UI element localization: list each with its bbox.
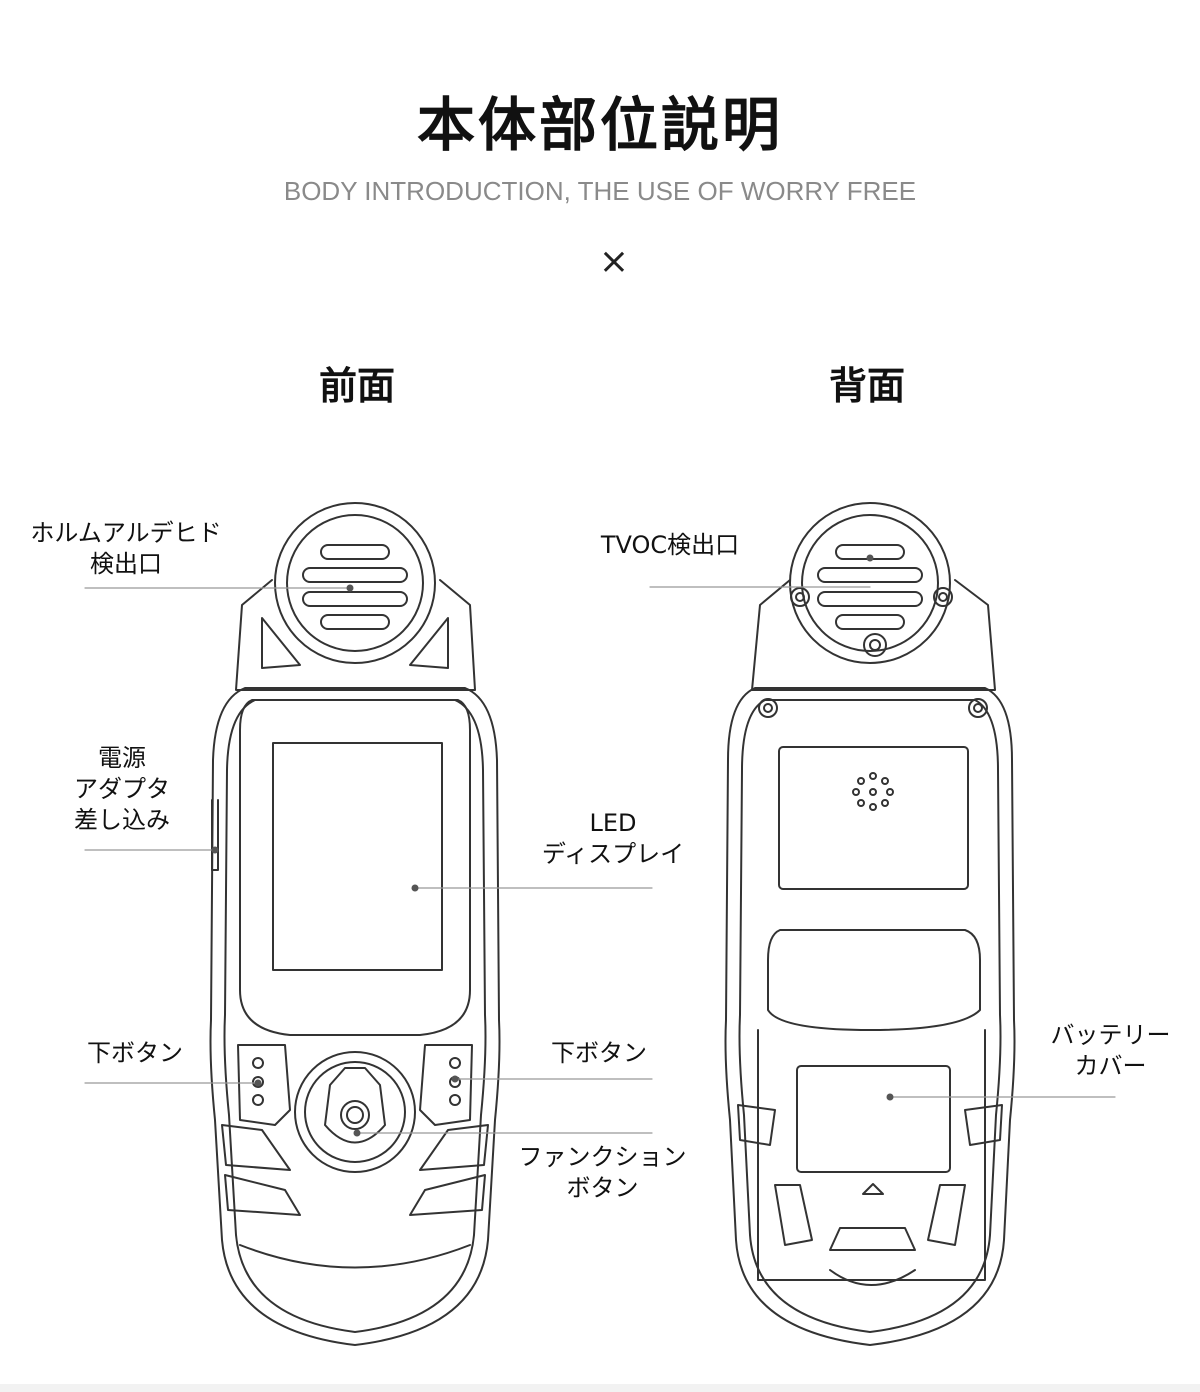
front-body-outline bbox=[209, 687, 501, 1346]
back-sensor-ring bbox=[801, 514, 939, 652]
label-function-button: ファンクションボタン bbox=[518, 1143, 687, 1202]
front-device bbox=[209, 502, 501, 1346]
label-battery-cover: バッテリーカバー bbox=[1050, 1021, 1171, 1080]
function-button-center bbox=[340, 1100, 370, 1130]
back-body-outline bbox=[724, 687, 1016, 1346]
battery-latch bbox=[829, 1227, 916, 1251]
front-shoulder bbox=[235, 579, 476, 691]
battery-cover-label-area bbox=[796, 1065, 951, 1173]
close-icon: × bbox=[598, 241, 630, 282]
leader-lines bbox=[84, 586, 1116, 1134]
front-bottom-curve bbox=[239, 1244, 471, 1269]
front-sensor-head bbox=[274, 502, 436, 664]
battery-cover-outline bbox=[757, 1029, 986, 1281]
front-vent-slot bbox=[302, 567, 408, 583]
front-grip bbox=[224, 1174, 301, 1216]
page-title: 本体部位説明 bbox=[416, 91, 783, 159]
front-vent-slot bbox=[320, 544, 390, 560]
front-grip bbox=[221, 1124, 291, 1171]
front-grip bbox=[419, 1124, 489, 1171]
back-shoulder bbox=[751, 579, 996, 691]
front-heading: 前面 bbox=[318, 364, 395, 408]
left-button-pad bbox=[237, 1044, 291, 1126]
back-upper-panel bbox=[778, 746, 969, 890]
leader-dots bbox=[211, 554, 894, 1137]
back-middle-panel bbox=[767, 929, 981, 1031]
front-shoulder-vent bbox=[261, 617, 301, 669]
right-button-pad bbox=[419, 1044, 473, 1126]
function-button-ring bbox=[294, 1051, 416, 1173]
back-device bbox=[724, 502, 1016, 1346]
front-grip bbox=[409, 1174, 486, 1216]
page-subtitle: BODY INTRODUCTION, THE USE OF WORRY FREE bbox=[283, 176, 917, 206]
label-formaldehyde-port: ホルムアルデヒド検出口 bbox=[30, 519, 222, 578]
back-heading: 背面 bbox=[828, 364, 905, 408]
front-shoulder-vent bbox=[409, 617, 449, 669]
label-power-adapter: 電源アダプタ差し込み bbox=[74, 744, 170, 834]
function-button-center-inner bbox=[346, 1106, 364, 1124]
power-port bbox=[211, 799, 219, 871]
front-display-bezel bbox=[239, 699, 471, 1036]
label-down-button-left: 下ボタン bbox=[87, 1039, 183, 1067]
label-tvoc-port: TVOC検出口 bbox=[600, 531, 740, 559]
front-vent-slot bbox=[320, 614, 390, 630]
front-body-inner bbox=[223, 699, 487, 1333]
speaker-grille-icon bbox=[852, 772, 894, 811]
back-bottom-curve bbox=[829, 1269, 916, 1286]
label-down-button-right: 下ボタン bbox=[551, 1039, 647, 1067]
front-sensor-ring bbox=[286, 514, 424, 652]
front-vent-slot bbox=[302, 591, 408, 607]
footer-divider bbox=[0, 1384, 1200, 1392]
led-display-screen bbox=[272, 742, 443, 971]
function-button-ring-inner bbox=[304, 1061, 406, 1163]
function-button bbox=[324, 1067, 386, 1144]
back-sensor-head bbox=[789, 502, 951, 664]
back-body-inner bbox=[738, 699, 1002, 1333]
triangle-up-icon bbox=[862, 1183, 884, 1195]
